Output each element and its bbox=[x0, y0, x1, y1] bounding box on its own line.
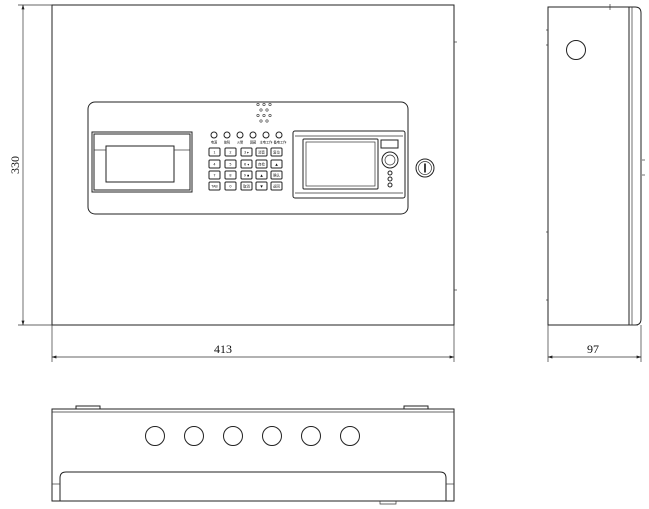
indicator-leds bbox=[210, 131, 283, 139]
width-label: 413 bbox=[214, 342, 232, 356]
front-view: 电源 故障 火警 屏蔽 主电工作 备电工作 bbox=[51, 4, 457, 326]
depth-label: 97 bbox=[587, 342, 599, 356]
led-label-1: 电源 bbox=[211, 140, 218, 145]
side-knockout bbox=[566, 40, 586, 60]
front-housing bbox=[51, 4, 455, 326]
knockout-1 bbox=[145, 426, 165, 446]
key-r3c3: ▼ bbox=[260, 184, 263, 188]
led-label-6: 备电工作 bbox=[274, 140, 288, 145]
led-label-5: 主电工作 bbox=[260, 140, 274, 145]
key-r2c1: 8 bbox=[229, 173, 231, 177]
lcd-indicator-window bbox=[380, 139, 399, 149]
key-r2c4: 确认 bbox=[273, 172, 280, 177]
key-r3c0: TAB bbox=[210, 184, 218, 188]
side-view bbox=[546, 4, 645, 326]
led-label-3: 火警 bbox=[237, 140, 244, 145]
knockout-2 bbox=[184, 426, 204, 446]
side-housing bbox=[547, 6, 630, 326]
bottom-knockouts bbox=[145, 426, 360, 446]
key-r1c3: 自检 bbox=[258, 161, 265, 166]
key-r0c1: 2 bbox=[229, 150, 231, 154]
knockout-3 bbox=[223, 426, 243, 446]
height-label: 330 bbox=[8, 156, 22, 174]
bottom-housing bbox=[51, 408, 455, 502]
bottom-view bbox=[51, 405, 455, 505]
key-r1c0: 4 bbox=[213, 162, 215, 166]
keypad: 1 2 3 ▸ 消音 复位 4 5 6 ◂ 自检 ▲ 7 8 9 ▪ ▲ 确认 … bbox=[208, 147, 283, 191]
key-r3c1: 0 bbox=[229, 184, 231, 188]
key-r0c0: 1 bbox=[213, 150, 215, 154]
key-r0c3: 消音 bbox=[258, 149, 265, 154]
key-r1c2: 6 ◂ bbox=[244, 162, 249, 166]
height-dimension: 330 bbox=[8, 4, 52, 326]
key-r0c2: 3 ▸ bbox=[244, 150, 249, 154]
printer-module bbox=[91, 131, 193, 193]
led-label-2: 故障 bbox=[224, 140, 231, 145]
key-r3c2: 取消 bbox=[243, 183, 250, 188]
key-r3c4: 返回 bbox=[273, 183, 280, 188]
indicator-labels: 电源 故障 火警 屏蔽 主电工作 备电工作 bbox=[211, 140, 287, 145]
key-r1c4: ▲ bbox=[275, 162, 278, 166]
control-panel bbox=[87, 101, 409, 215]
depth-dimension: 97 bbox=[547, 325, 642, 362]
knockout-6 bbox=[340, 426, 360, 446]
key-r1c1: 5 bbox=[229, 162, 231, 166]
lcd-display-module bbox=[292, 130, 406, 199]
width-dimension: 413 bbox=[51, 325, 455, 362]
knockout-5 bbox=[301, 426, 321, 446]
door-lock-icon bbox=[415, 158, 435, 178]
key-r0c4: 复位 bbox=[273, 149, 280, 154]
lcd-screen bbox=[302, 138, 379, 190]
key-r2c2: 9 ▪ bbox=[244, 173, 250, 177]
key-r2c3: ▲ bbox=[260, 173, 263, 177]
speaker-grille bbox=[256, 103, 272, 123]
knockout-4 bbox=[262, 426, 282, 446]
led-label-4: 屏蔽 bbox=[250, 140, 257, 145]
key-r2c0: 7 bbox=[213, 173, 215, 177]
lcd-knob bbox=[381, 151, 399, 169]
